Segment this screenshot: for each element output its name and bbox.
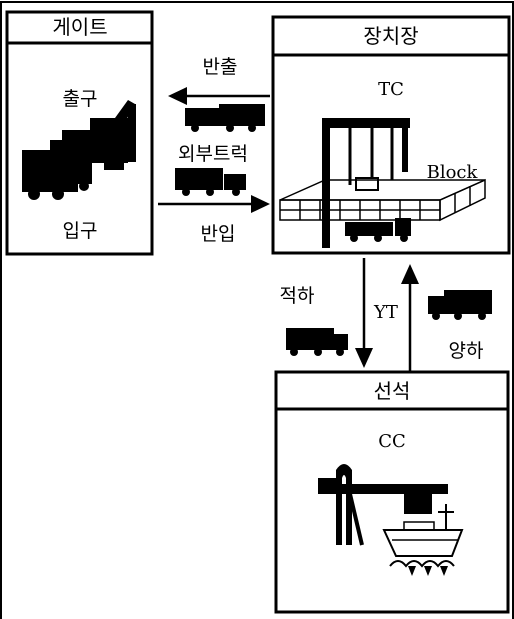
unloading-truck-icon [428, 290, 492, 320]
gate-machinery-icon [22, 100, 136, 200]
inbound-truck-icon [175, 168, 246, 196]
gate-box: 게이트 출구 입구 [5, 10, 154, 256]
berth-crane-label: CC [378, 431, 406, 452]
berth-box: 선석 CC [274, 370, 510, 614]
loading-label: 적하 [280, 285, 315, 307]
yard-tractor-label: YT [373, 302, 398, 323]
gate-title: 게이트 [52, 15, 107, 39]
gate-exit-label: 출구 [63, 88, 98, 110]
gate-entry-label: 입구 [63, 220, 98, 242]
yard-box: 장치장 TC Block [271, 15, 511, 255]
yard-title: 장치장 [363, 24, 418, 48]
unloading-label: 양하 [449, 340, 484, 362]
yard-block-label: Block [427, 162, 479, 183]
outbound-truck-icon [185, 104, 265, 132]
unloading-arrow [401, 264, 419, 372]
loading-arrow [355, 258, 373, 368]
container-crane-icon [318, 464, 448, 546]
carry-in-label: 반입 [201, 223, 236, 245]
yard-crane-label: TC [378, 79, 404, 100]
carry-out-arrow [168, 87, 270, 105]
carry-out-label: 반출 [203, 56, 238, 78]
container-block-icon [279, 178, 486, 222]
ship-icon [382, 504, 464, 576]
loading-truck-icon [286, 328, 348, 356]
yard-truck-icon [345, 218, 411, 242]
external-truck-label: 외부트럭 [178, 143, 248, 165]
berth-title: 선석 [374, 379, 411, 403]
carry-in-arrow [158, 195, 270, 213]
transfer-crane-icon [322, 118, 410, 248]
